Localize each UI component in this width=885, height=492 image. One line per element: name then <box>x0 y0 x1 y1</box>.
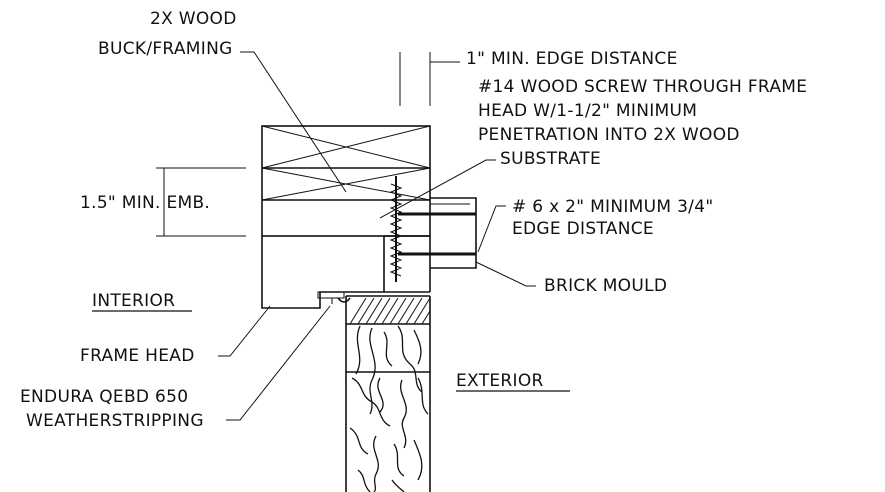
embedment-dimension <box>156 167 246 237</box>
frame-head-profile <box>261 235 431 309</box>
weatherstrip <box>317 291 351 304</box>
label-wood-buck-line1: 2X WOOD <box>150 9 237 29</box>
label-exterior: EXTERIOR <box>456 371 544 391</box>
label-screw-line4: SUBSTRATE <box>500 149 601 169</box>
annotation-labels: 2X WOOD BUCK/FRAMING 1" MIN. EDGE DISTAN… <box>20 9 807 431</box>
label-screw-line3: PENETRATION INTO 2X WOOD <box>478 125 740 145</box>
label-nail-line1: # 6 x 2" MINIMUM 3/4" <box>512 197 713 217</box>
door-panel <box>345 295 431 492</box>
label-screw-line1: #14 WOOD SCREW THROUGH FRAME <box>478 77 807 97</box>
nails <box>398 212 476 256</box>
label-frame-head: FRAME HEAD <box>80 346 195 366</box>
label-edge-distance: 1" MIN. EDGE DISTANCE <box>466 49 678 69</box>
leader-lines <box>218 51 536 421</box>
label-brick-mould: BRICK MOULD <box>544 276 667 296</box>
label-embedment: 1.5" MIN. EMB. <box>80 193 210 213</box>
label-interior: INTERIOR <box>92 291 175 311</box>
wood-screw <box>389 176 403 282</box>
edge-distance-dimension <box>399 52 460 106</box>
label-weatherstrip-line1: ENDURA QEBD 650 <box>20 387 188 407</box>
label-screw-line2: HEAD W/1-1/2" MINIMUM <box>478 101 697 121</box>
brick-mould <box>430 197 477 269</box>
label-weatherstrip-line2: WEATHERSTRIPPING <box>26 411 204 431</box>
label-wood-buck-line2: BUCK/FRAMING <box>98 39 233 59</box>
label-nail-line2: EDGE DISTANCE <box>512 219 654 239</box>
wood-buck-block <box>261 125 431 237</box>
